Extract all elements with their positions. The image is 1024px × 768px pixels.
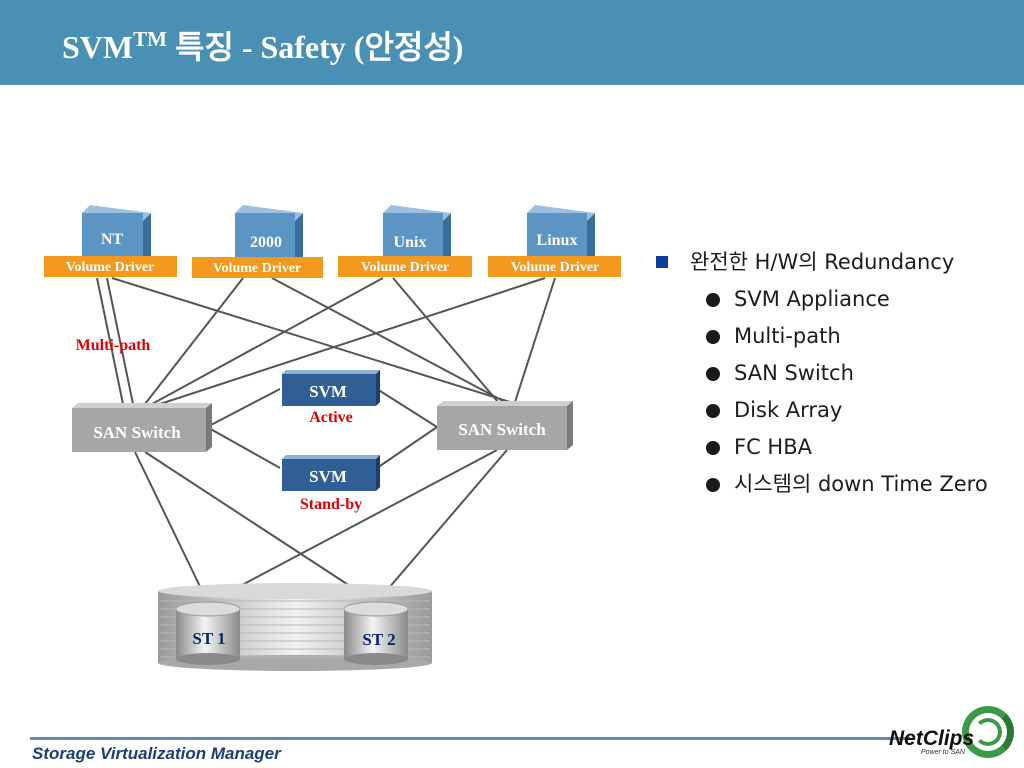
footer-title: Storage Virtualization Manager <box>32 744 281 763</box>
logo-ring-inner-icon <box>974 718 1002 746</box>
host-os-label: 2000 <box>250 234 282 251</box>
square-bullet-icon <box>656 256 668 268</box>
driver-linux: Volume Driver <box>488 256 621 277</box>
round-bullet-icon <box>706 367 720 381</box>
round-bullet-icon <box>706 330 720 344</box>
list-item: FC HBA <box>654 432 1014 463</box>
svm-active: SVM Active <box>282 370 380 426</box>
page-title: SVMTM 특징 - Safety (안정성) <box>62 22 463 68</box>
san-switch-left: SAN Switch <box>72 403 212 452</box>
host-os-label: Linux <box>537 232 578 249</box>
svm-status: Active <box>309 409 353 426</box>
round-bullet-icon <box>706 441 720 455</box>
driver-label: Volume Driver <box>511 260 600 275</box>
storage-label: ST 2 <box>362 630 395 649</box>
storage-label: ST 1 <box>192 629 225 648</box>
company-logo: NetClips <box>889 727 975 750</box>
feature-list: 완전한 H/W의 Redundancy SVM Appliance Multi-… <box>654 248 1014 506</box>
host-os-label: NT <box>101 231 124 248</box>
san-switch-right: SAN Switch <box>437 401 573 450</box>
svm-standby: SVM Stand-by <box>282 455 380 513</box>
driver-label: Volume Driver <box>66 260 155 275</box>
feature-heading-text: 완전한 H/W의 Redundancy <box>690 250 955 274</box>
host-os-label: Unix <box>394 234 427 251</box>
logo-ring-icon <box>962 706 1014 758</box>
feature-sublist: SVM Appliance Multi-path SAN Switch Disk… <box>654 284 1014 500</box>
footer-divider <box>30 737 910 740</box>
storage-st1: ST 1 <box>175 601 241 665</box>
switch-box-icon <box>72 408 206 452</box>
appliance-box-icon <box>282 374 376 406</box>
feature-heading: 완전한 H/W의 Redundancy <box>654 248 1014 277</box>
title-bar <box>0 0 1024 85</box>
svm-status: Stand-by <box>300 496 362 513</box>
driver-label: Volume Driver <box>213 261 302 276</box>
round-bullet-icon <box>706 478 720 492</box>
multipath-label: Multi-path <box>76 337 151 354</box>
driver-unix: Volume Driver <box>338 256 472 277</box>
driver-2000: Volume Driver <box>192 257 323 278</box>
driver-label: Volume Driver <box>361 260 450 275</box>
title-rest: 특징 - Safety (안정성) <box>166 29 464 65</box>
list-item: SAN Switch <box>654 358 1014 389</box>
title-main: SVM <box>62 29 134 65</box>
driver-nt: Volume Driver <box>44 256 177 277</box>
switch-label: SAN Switch <box>93 423 181 442</box>
svm-label: SVM <box>309 382 347 401</box>
switch-label: SAN Switch <box>458 420 546 439</box>
list-item: Multi-path <box>654 321 1014 352</box>
round-bullet-icon <box>706 404 720 418</box>
svm-label: SVM <box>309 467 347 486</box>
list-item: 시스템의 down Time Zero <box>654 469 1014 500</box>
storage-st2: ST 2 <box>343 601 409 665</box>
logo-tagline: Power to SAN <box>921 749 965 756</box>
connection-lines <box>96 277 556 604</box>
disk-cylinder-icon <box>344 609 408 659</box>
appliance-box-icon <box>282 459 376 491</box>
disk-cylinder-icon <box>176 609 240 659</box>
list-item: SVM Appliance <box>654 284 1014 315</box>
switch-box-icon <box>437 406 567 450</box>
title-superscript: TM <box>133 27 167 51</box>
list-item: Disk Array <box>654 395 1014 426</box>
round-bullet-icon <box>706 293 720 307</box>
